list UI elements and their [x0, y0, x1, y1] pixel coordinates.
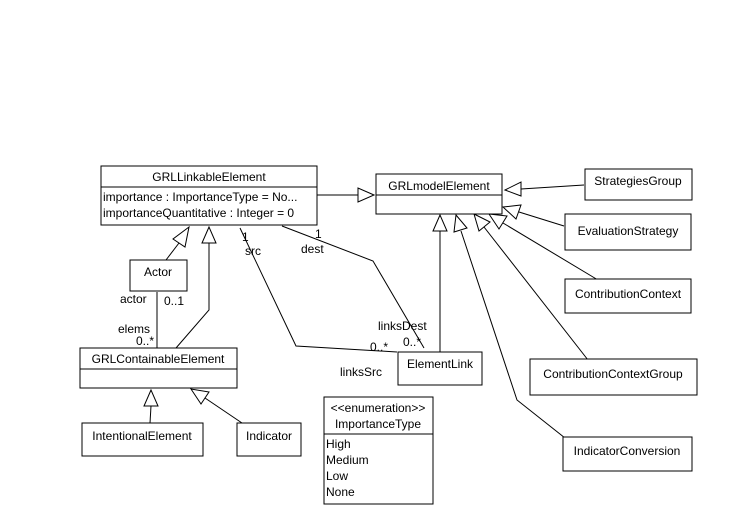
- generalization-indicator-to-containable: [204, 397, 243, 424]
- class-actor[interactable]: Actor: [129, 259, 188, 292]
- actor-role: actor: [120, 292, 147, 306]
- class-grl-model-element[interactable]: GRLmodelElement: [375, 173, 503, 215]
- dest-role: dest: [301, 242, 324, 256]
- class-name: IntentionalElement: [92, 429, 192, 443]
- class-indicator[interactable]: Indicator: [236, 422, 302, 457]
- class-contribution-context[interactable]: ContributionContext: [564, 278, 692, 314]
- generalization-arrowhead: [501, 204, 522, 220]
- actor-multiplicity: 0..1: [164, 294, 184, 308]
- class-grl-containable-element[interactable]: GRLContainableElement: [79, 347, 238, 389]
- attribute-importance: importance : ImportanceType = No...: [103, 190, 297, 204]
- enum-literal: None: [326, 485, 355, 499]
- association-src-linkssrc: [239, 227, 398, 353]
- class-name: EvaluationStrategy: [578, 224, 679, 238]
- class-name: ContributionContextGroup: [543, 367, 683, 381]
- enumeration-name: ImportanceType: [335, 417, 421, 431]
- generalization-strategies-to-model: [520, 184, 585, 190]
- enum-literal: High: [326, 437, 351, 451]
- generalization-context-to-model: [502, 222, 599, 281]
- attribute-importance-quantitative: importanceQuantitative : Integer = 0: [103, 206, 294, 220]
- generalization-actor-to-linkable: [165, 242, 180, 261]
- class-name: StrategiesGroup: [594, 174, 682, 188]
- class-indicator-conversion[interactable]: IndicatorConversion: [562, 436, 693, 472]
- class-name: ElementLink: [407, 357, 474, 371]
- generalization-arrowhead: [172, 225, 190, 248]
- class-name: GRLContainableElement: [92, 352, 225, 366]
- generalization-arrowhead: [201, 225, 217, 244]
- class-name: ContributionContext: [575, 287, 682, 301]
- generalization-arrowhead: [473, 213, 491, 232]
- links-src-role: linksSrc: [340, 365, 382, 379]
- elems-multiplicity: 0..*: [136, 334, 154, 348]
- generalization-arrowhead: [432, 213, 448, 232]
- class-grl-linkable-element[interactable]: GRLLinkableElement importance : Importan…: [100, 165, 318, 226]
- class-strategies-group[interactable]: StrategiesGroup: [584, 168, 693, 201]
- generalization-arrowhead: [189, 388, 210, 405]
- enumeration-importance-type[interactable]: <<enumeration>> ImportanceType High Medi…: [323, 396, 434, 505]
- generalization-arrowhead: [503, 181, 522, 197]
- links-dest-role: linksDest: [378, 319, 427, 333]
- class-name: GRLLinkableElement: [152, 170, 266, 184]
- class-intentional-element[interactable]: IntentionalElement: [81, 422, 204, 457]
- class-name: Indicator: [246, 429, 292, 443]
- class-evaluation-strategy[interactable]: EvaluationStrategy: [564, 213, 692, 251]
- src-multiplicity: 1: [242, 230, 249, 244]
- class-name: Actor: [144, 265, 172, 279]
- dest-multiplicity: 1: [315, 227, 322, 241]
- enumeration-stereotype: <<enumeration>>: [331, 401, 426, 415]
- generalization-arrowhead: [453, 213, 468, 233]
- class-contribution-context-group[interactable]: ContributionContextGroup: [529, 358, 698, 396]
- generalization-arrowhead: [357, 187, 376, 203]
- elems-role: elems: [118, 322, 150, 336]
- enum-literal: Low: [326, 469, 348, 483]
- class-name: IndicatorConversion: [574, 444, 681, 458]
- generalization-intentional-to-containable: [149, 405, 152, 424]
- generalization-contextgroup-to-model: [483, 226, 589, 361]
- generalization-arrowhead: [487, 213, 508, 230]
- generalization-arrowhead: [143, 388, 159, 407]
- links-dest-multiplicity: 0..*: [403, 335, 421, 349]
- src-role: src: [245, 244, 261, 258]
- class-name: GRLmodelElement: [388, 179, 490, 193]
- generalization-indicatorconv-to-model: [460, 230, 566, 439]
- class-element-link[interactable]: ElementLink: [397, 351, 483, 386]
- links-src-multiplicity: 0..*: [370, 340, 388, 354]
- association-dest-linksdest: [281, 225, 425, 349]
- generalization-containable-to-linkable: [175, 243, 210, 349]
- generalization-evaluation-to-model: [518, 211, 565, 227]
- enum-literal: Medium: [326, 453, 369, 467]
